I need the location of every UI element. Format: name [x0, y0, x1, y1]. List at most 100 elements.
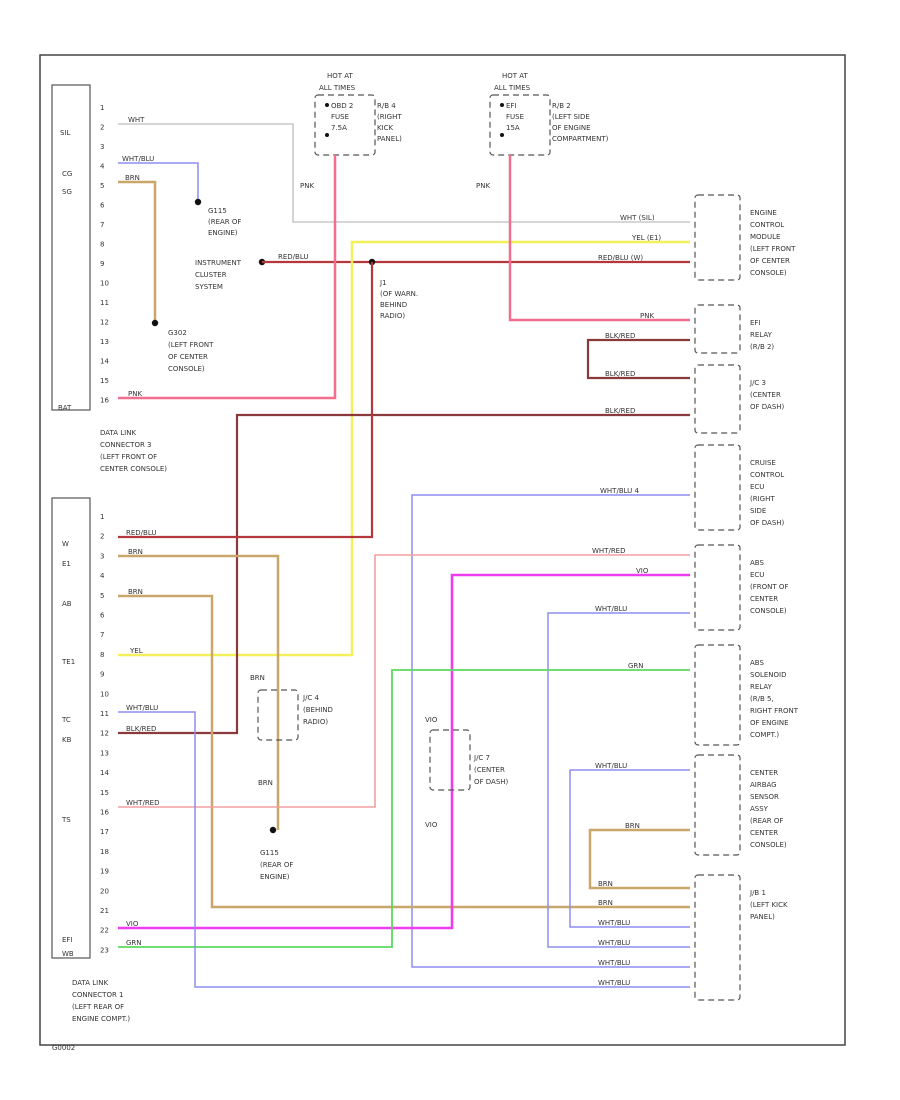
- relay-box-label: OF ENGINE: [552, 124, 591, 132]
- wire-wht-red-ts: [118, 554, 690, 808]
- dlc1-left-label: E1: [62, 560, 71, 568]
- component-label: EFI: [750, 319, 761, 327]
- component-ecm: [694, 194, 741, 281]
- ground-label-g302: OF CENTER: [168, 353, 208, 361]
- component-label: J/C 3: [749, 379, 766, 387]
- component-label: COMPT.): [750, 731, 779, 739]
- component-label: (R/B 2): [750, 343, 774, 351]
- wire-pnk-bat: [118, 155, 337, 400]
- wire-vio: [118, 573, 690, 930]
- component-label: CONSOLE): [750, 841, 787, 849]
- jc7-box: [429, 729, 471, 791]
- wire-label-blk-red-4: BLK/RED: [126, 725, 156, 733]
- component-label: (REAR OF: [750, 817, 783, 825]
- wire-label-brn: BRN: [125, 174, 140, 182]
- component-abs: [694, 544, 741, 631]
- wire-label-pnk-2: PNK: [128, 390, 142, 398]
- fuse-label: FUSE: [506, 113, 524, 121]
- dlc3-caption: CONNECTOR 3: [100, 441, 152, 449]
- wire-brn-sg: [118, 180, 157, 322]
- wire-label-grn-dlc: GRN: [126, 939, 142, 947]
- dlc3-body: [51, 84, 91, 411]
- component-label: (LEFT KICK: [750, 901, 788, 909]
- dlc1-pin-number: 23: [100, 946, 109, 954]
- wire-label-blk-red-1: BLK/RED: [605, 332, 635, 340]
- wire-label-wht-blu-tc: WHT/BLU: [126, 704, 158, 712]
- dlc1-caption: CONNECTOR 1: [72, 991, 124, 999]
- ground-label-g115b: G115: [260, 849, 279, 857]
- dlc3-label-cg: CG: [62, 170, 72, 178]
- wire-label-grn: GRN: [628, 662, 644, 670]
- ground-dot-g115: [194, 198, 202, 206]
- wire-label-vio-dlc: VIO: [126, 920, 139, 928]
- wire-label-red-blu-dlc1: RED/BLU: [126, 529, 157, 537]
- component-label: J/B 1: [749, 889, 766, 897]
- ground-label-g115b: (REAR OF: [260, 861, 293, 869]
- relay-box-label: R/B 4: [377, 102, 396, 110]
- wire-label-yel: YEL: [129, 647, 143, 655]
- fuse-label: OBD 2: [331, 102, 353, 110]
- jc4-label: (BEHIND: [303, 706, 333, 714]
- dlc3-pin-number: 14: [100, 358, 109, 366]
- component-jb1: [694, 874, 741, 1001]
- component-label: OF CENTER: [750, 257, 790, 265]
- component-label: OF DASH): [750, 403, 785, 411]
- dlc1-left-label: TE1: [61, 658, 75, 666]
- ground-dot-g302: [151, 319, 159, 327]
- wire-label-wht-blu-abs: WHT/BLU: [595, 605, 627, 613]
- component-label: MODULE: [750, 233, 780, 241]
- relay-box-label: R/B 2: [552, 102, 571, 110]
- dlc3-pin-number: 15: [100, 377, 109, 385]
- wire-label-brn-ab: BRN: [128, 588, 143, 596]
- wire-label-pnk-relay: PNK: [640, 312, 654, 320]
- wire-grn: [118, 669, 690, 948]
- wire-wht-blu-cruise: [411, 494, 690, 968]
- dlc3-pin-number: 8: [100, 241, 104, 249]
- wire-label-wht-red-dlc: WHT/RED: [126, 799, 160, 807]
- wire-label-yel-ecm: YEL (E1): [631, 234, 661, 242]
- dlc3-pin-number: 5: [100, 182, 104, 190]
- dlc3-pin-number: 7: [100, 221, 104, 229]
- wire-wht-blu-cg: [118, 162, 199, 200]
- wire-label-pnk-1: PNK: [300, 182, 314, 190]
- dlc3-pin-number: 13: [100, 338, 109, 346]
- dlc1-pin-number: 13: [100, 749, 109, 757]
- component-airbag: [694, 754, 741, 856]
- dlc1-pin-number: 6: [100, 612, 105, 620]
- wire-label-wht: WHT: [128, 116, 145, 124]
- fuse-terminal: [325, 133, 329, 137]
- component-label: ECU: [750, 483, 764, 491]
- component-label: CONTROL: [750, 221, 784, 229]
- wire-label-vio: VIO: [636, 567, 649, 575]
- jc4-label: J/C 4: [302, 694, 320, 702]
- dlc3-pin-number: 3: [100, 143, 104, 151]
- ground-label-g302: G302: [168, 329, 187, 337]
- dlc1-pin-number: 12: [100, 730, 109, 738]
- component-label: (CENTER: [750, 391, 781, 399]
- component-label: SOLENOID: [750, 671, 786, 679]
- component-label: CRUISE: [750, 459, 776, 467]
- wire-label-brn-g115: BRN: [258, 779, 273, 787]
- instrument-cluster-label: INSTRUMENT: [195, 259, 242, 267]
- wire-blk-red-loop: [586, 338, 690, 380]
- ground-label-g115: G115: [208, 207, 227, 215]
- wire-wht-blu-airbag: [569, 769, 690, 928]
- wire-brn-airbag: [588, 828, 690, 890]
- component-label: (R/B 5,: [750, 695, 774, 703]
- component-label: (FRONT OF: [750, 583, 788, 591]
- component-label: ABS: [750, 559, 764, 567]
- component-label: (LEFT FRONT: [750, 245, 796, 253]
- dlc1-caption: DATA LINK: [72, 979, 108, 987]
- component-label: CONTROL: [750, 471, 784, 479]
- dlc1-pin-number: 2: [100, 533, 104, 541]
- wire-pnk-efi: [508, 155, 690, 322]
- wire-wht-sil: [118, 123, 690, 223]
- wire-label-brn-e1: BRN: [128, 548, 143, 556]
- component-label: CENTER: [750, 595, 778, 603]
- jb1-pin-label: BRN: [598, 899, 613, 907]
- jb1-pin-label: WHT/BLU: [598, 979, 630, 987]
- component-label: RELAY: [750, 331, 773, 339]
- dlc3-label-bat: BAT: [58, 404, 72, 412]
- ground-label-g115: ENGINE): [208, 229, 238, 237]
- wire-label-blk-red-3: BLK/RED: [605, 407, 635, 415]
